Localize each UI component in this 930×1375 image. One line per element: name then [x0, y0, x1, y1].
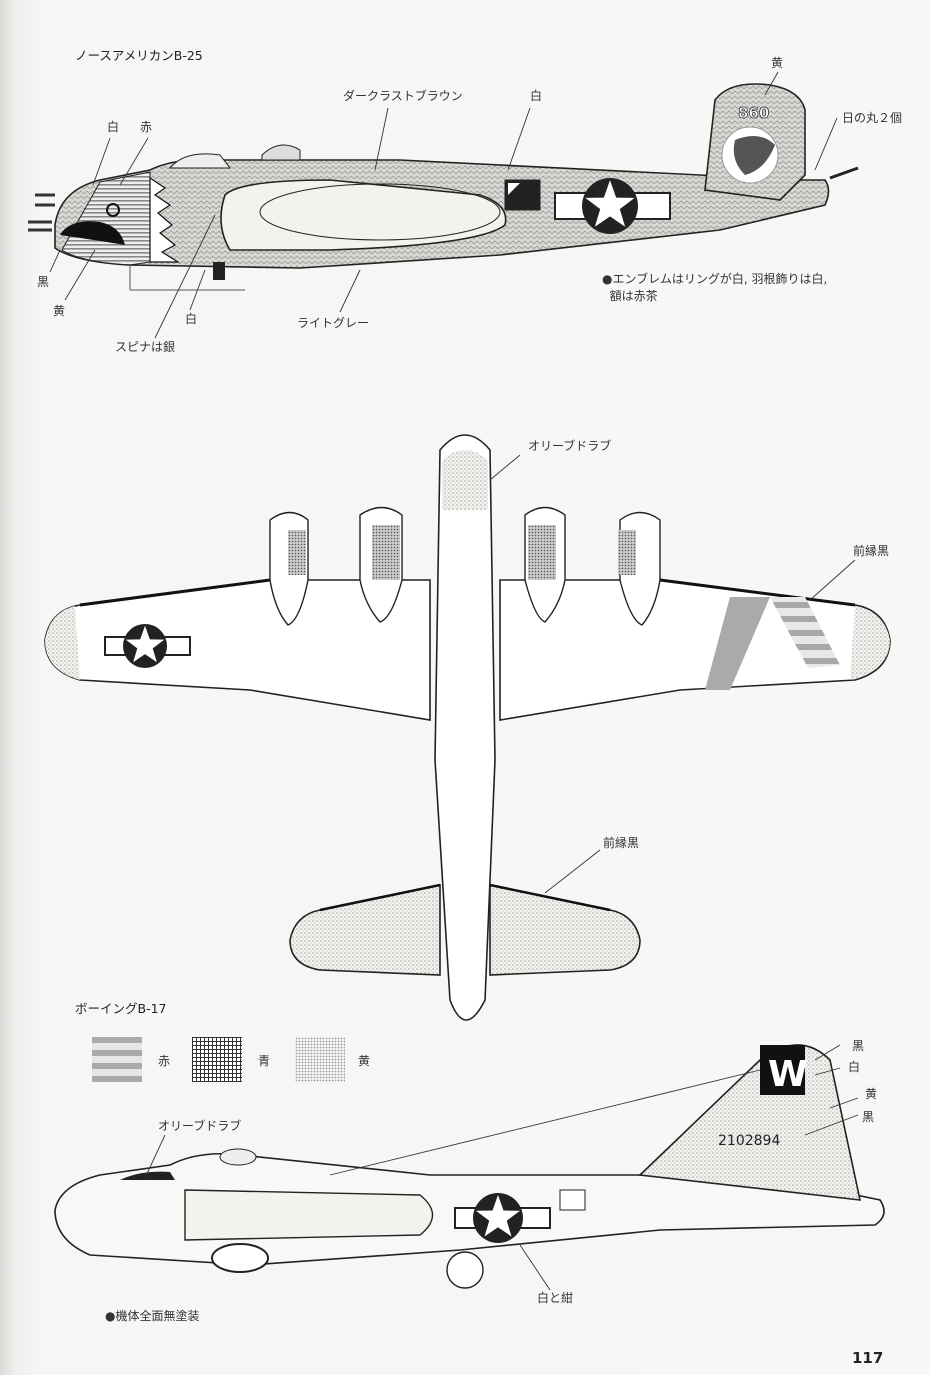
- b17-tail-letter: W: [768, 1054, 808, 1095]
- label-yellow-tail-b17: 黄: [865, 1087, 878, 1101]
- label-white-top: 白: [530, 89, 543, 103]
- label-light-grey: ライトグレー: [297, 316, 370, 330]
- label-olive-drab-side: オリーブドラブ: [158, 1119, 242, 1133]
- legend-swatch-red-stripes: [92, 1037, 142, 1082]
- label-olive-drab-plan: オリーブドラブ: [528, 439, 612, 453]
- b25-side-view: 860: [28, 71, 859, 339]
- label-black-2: 黒: [862, 1110, 875, 1124]
- b25-tail-number: 860: [738, 104, 769, 122]
- label-leading-edge-black-wing: 前縁黒: [853, 544, 890, 558]
- label-white-lower: 白: [185, 312, 198, 326]
- label-leading-edge-black-tail: 前縁黒: [603, 836, 640, 850]
- b25-title: ノースアメリカンB-25: [75, 48, 203, 63]
- legend-label-red: 赤: [158, 1054, 171, 1068]
- legend-swatch-yellow-dots: [295, 1037, 345, 1082]
- legend-label-yellow: 黄: [358, 1054, 371, 1068]
- label-black: 黒: [37, 275, 50, 289]
- label-black-1: 黒: [852, 1039, 865, 1053]
- b17-title: ボーイングB-17: [75, 1001, 167, 1016]
- label-hinomaru: 日の丸２個: [842, 111, 903, 125]
- b25-emblem-note: ●エンブレムはリングが白, 羽根飾りは白, 額は赤茶: [602, 272, 828, 303]
- label-white-tail: 白: [848, 1060, 861, 1074]
- b17-finish-note: ●機体全面無塗装: [105, 1309, 200, 1323]
- label-spinner-silver: スピナは銀: [115, 340, 176, 354]
- label-dark-rust-brown: ダークラストブラウン: [343, 89, 463, 103]
- b17-serial: 2102894: [718, 1133, 780, 1149]
- label-white-nose: 白: [107, 120, 120, 134]
- b17-side-view: W 2102894: [54, 1044, 885, 1291]
- page-number: 117: [852, 1349, 884, 1367]
- b17-plan-view: [44, 434, 891, 1021]
- label-yellow: 黄: [53, 304, 66, 318]
- label-yellow-tail: 黄: [771, 56, 784, 70]
- label-white-and-navy: 白と紺: [537, 1291, 574, 1305]
- label-red-nose: 赤: [140, 120, 153, 134]
- legend-label-blue: 青: [258, 1054, 271, 1068]
- legend-swatch-blue-grid: [192, 1037, 242, 1082]
